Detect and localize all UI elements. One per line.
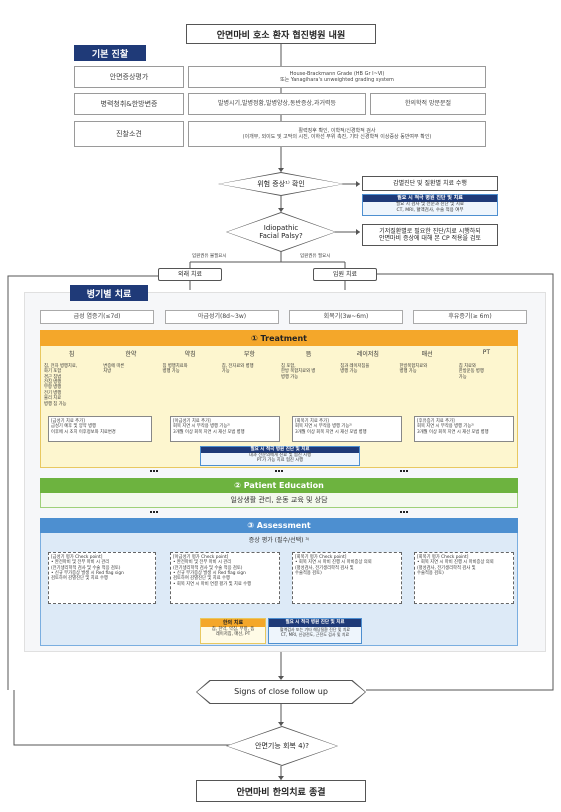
treatment-col-pt: PT — [482, 349, 491, 356]
assessment-box-sequela: [회복기 평가 Check point] • 회복 지연 시 마비 진행 시 마… — [414, 552, 514, 604]
basic-row-label-history: 병력청취&한방변증 — [74, 93, 184, 115]
assessment-subtitle: 증상 평가 (필수/선택) ³⁾ — [248, 537, 310, 544]
hospital-care-box: 필요 시 적극 병원 진단 및 치료 혈액검사 또는 기타 해당질환 진단 및 … — [268, 618, 362, 644]
phase-recovery: 회복기(3w~6m) — [289, 310, 403, 324]
basic-row-label-exam: 진찰소견 — [74, 121, 184, 147]
title-box: 안면마비 호소 환자 협진병원 내원 — [186, 24, 376, 44]
inpatient-box: 입원 치료 — [313, 268, 377, 281]
outpatient-box: 외래 치료 — [158, 268, 222, 281]
danger-blue-box: 필요 시 적극 병원 진단 및 치료 필요 시 검사 및 전문과 진단 및 치료… — [362, 194, 498, 216]
education-subtitle: 일상생활 관리, 운동 교육 및 상담 — [230, 496, 328, 504]
col-note-laser: 침과 레이저침을 병행 가능 — [340, 364, 370, 375]
phase-note-acute: [급성기 치료 추가] 급성기 예후 및 양약 병행 이후에 시 조치 이후정보… — [48, 416, 152, 442]
assessment-header: ③ Assessment — [40, 518, 518, 533]
col-note-pt: 침 치료와 한방운동 병행 가능 — [458, 364, 484, 380]
underlying-line-1: 기저질환별로 필요한 진단/치료 시행하되 — [379, 227, 481, 235]
col-note-pharmacopuncture: 침 병행치료와 병행 가능 — [162, 364, 188, 375]
phase-sequela: 후유증기(≥ 6m) — [413, 310, 527, 324]
treatment-col-herbal: 한약 — [125, 351, 137, 358]
korean-treatment-title: 한의 치료 — [201, 619, 265, 627]
treatment-col-cupping: 부항 — [243, 351, 255, 358]
danger-blue-line-1: 필요 시 검사 및 전문과 진단 및 치료 — [396, 202, 464, 207]
treatment-blue-line-2: PT가 가능 치료 협진 시행 — [256, 458, 304, 464]
education-header: ② Patient Education — [40, 478, 518, 493]
followup-question: Signs of close follow up — [234, 687, 328, 697]
separator-dots-2 — [40, 511, 518, 517]
col-note-herbal: 변증에 따른 처방 — [103, 364, 125, 375]
treatment-col-moxibustion: 뜸 — [305, 351, 312, 358]
followup-shape-fill — [197, 681, 365, 703]
korean-treatment-box: 한의 치료 침, 한약, 약침, 부항, 뜸 레이저침, 매선, PT — [200, 618, 266, 644]
treatment-section — [40, 330, 518, 468]
differential-diagnosis-box: 감별진단 및 질환별 치료 수행 — [362, 176, 498, 191]
phase-subacute: 아급성기(8d~3w) — [165, 310, 279, 324]
treatment-col-pharmacopuncture: 약침 — [184, 351, 196, 358]
basic-row-content-history-left: 발병시기,발병정황,발병양상,동반증상,과거력등 — [188, 93, 366, 115]
treatment-col-acupuncture: 침 — [68, 351, 75, 358]
treatment-blue-title: 필요 시 적극 병원 진단 및 치료 — [201, 447, 359, 453]
danger-question: 위험 증상¹⁾ 확인 — [257, 179, 305, 188]
phase-note-subacute: [아급성기 치료 추가] 회복 지연 시 부작용 병행 기능²⁾ 3개월 이상 … — [170, 416, 280, 442]
idiopathic-line-2: Facial Palsy? — [259, 232, 303, 240]
underlying-disease-box: 기저질환별로 필요한 진단/치료 시행하되 안면마비 증상에 대해 본 CP 적… — [362, 224, 498, 246]
treatment-col-laser: 레이저침 — [356, 351, 379, 358]
treatment-blue-strip: 필요 시 적극 병원 진단 및 치료 내과 전문의에게 진료 및 협진 시행 P… — [200, 446, 360, 466]
hospital-care-title: 필요 시 적극 병원 진단 및 치료 — [269, 619, 361, 627]
basic-row-label-symptom: 안면증상평가 — [74, 66, 184, 88]
underlying-line-2: 안면마비 증상에 대해 본 CP 적용을 검토 — [378, 235, 482, 242]
col-note-cupping: 침, 전자료와 병행 가능 — [221, 364, 254, 375]
treatment-col-notes: 침, 전자 병행치료, 화기 포함 경근 침법 전침 병행 부항 병행 전기 병… — [42, 364, 516, 412]
basic-exam-label: 기본 진찰 — [74, 45, 146, 61]
col-note-moxibustion: 침 포함, 한방 복합치료와 병 병행 가능 — [281, 364, 316, 380]
treatment-columns: 침 한약 약침 부항 뜸 레이저침 매선 PT — [42, 349, 516, 361]
separator-dots-1 — [40, 470, 518, 476]
idiopathic-question: Idiopathic Facial Palsy? — [226, 218, 336, 246]
recovery-question: 안면기능 회복 4)? — [255, 741, 309, 750]
phase-note-recovery: [회복기 치료 추가] 회복 지연 시 부작용 병행 기능²⁾ 3개월 이상 회… — [292, 416, 402, 442]
phase-acute: 급성 염증기(≤7d) — [40, 310, 154, 324]
end-box: 안면마비 한의치료 종결 — [196, 780, 366, 802]
col-note-acupuncture: 침, 전자 병행치료, 화기 포함 경근 침법 전침 병행 부항 병행 전기 병… — [44, 364, 78, 407]
danger-blue-line-2: CT, MRI, 혈액검사, 수술 적용 여부 — [396, 207, 464, 213]
danger-diamond-fill — [219, 173, 343, 195]
assessment-box-recovery: [회복기 평가 Check point] • 회복 지연 시 마비 진행 시 마… — [292, 552, 402, 604]
outpatient-condition-label: 입원권유 불필요시 — [192, 254, 227, 259]
basic-row-content-exam: 활력징후 확인, 이학적/신경학적 검사 (이개부, 외이도 및 고막의 시진,… — [188, 121, 486, 147]
inpatient-condition-label: 입원권유 필요시 — [300, 254, 331, 259]
stage-label: 병기별 치료 — [70, 285, 148, 301]
phase-note-sequela: [후유증기 치료 추가] 회복 지연 시 부작용 병행 기능²⁾ 3개월 이상 … — [414, 416, 514, 442]
basic-row-content-symptom: House-Brackmann Grade (HB Gr Ⅰ~Ⅵ) 또는 Yan… — [188, 66, 486, 88]
korean-treatment-text: 침, 한약, 약침, 부항, 뜸 레이저침, 매선, PT — [211, 627, 255, 638]
treatment-blue-line-1: 내과 전문의에게 진료 및 협진 시행 — [248, 453, 312, 458]
basic-row-content-history-right: 한의학적 망문문절 — [370, 93, 486, 115]
hospital-care-text: 혈액검사 또는 기타 해당질환 진단 및 치료 CT, MRI, 신경전도, 근… — [279, 627, 351, 637]
danger-blue-title: 필요 시 적극 병원 진단 및 치료 — [363, 195, 497, 202]
treatment-col-thread: 매선 — [421, 351, 433, 358]
col-note-thread: 한방복합치료와 병행 가능 — [399, 364, 428, 375]
assessment-box-subacute: [아급성기 평가 Check point] • 완전마비 및 전부 마비 시 관… — [170, 552, 280, 604]
assessment-box-acute: [급성기 평가 Check point] • 완전마비 및 전부 마비 시 관리… — [48, 552, 156, 604]
idiopathic-line-1: Idiopathic — [263, 223, 299, 232]
treatment-header: ① Treatment — [40, 330, 518, 346]
